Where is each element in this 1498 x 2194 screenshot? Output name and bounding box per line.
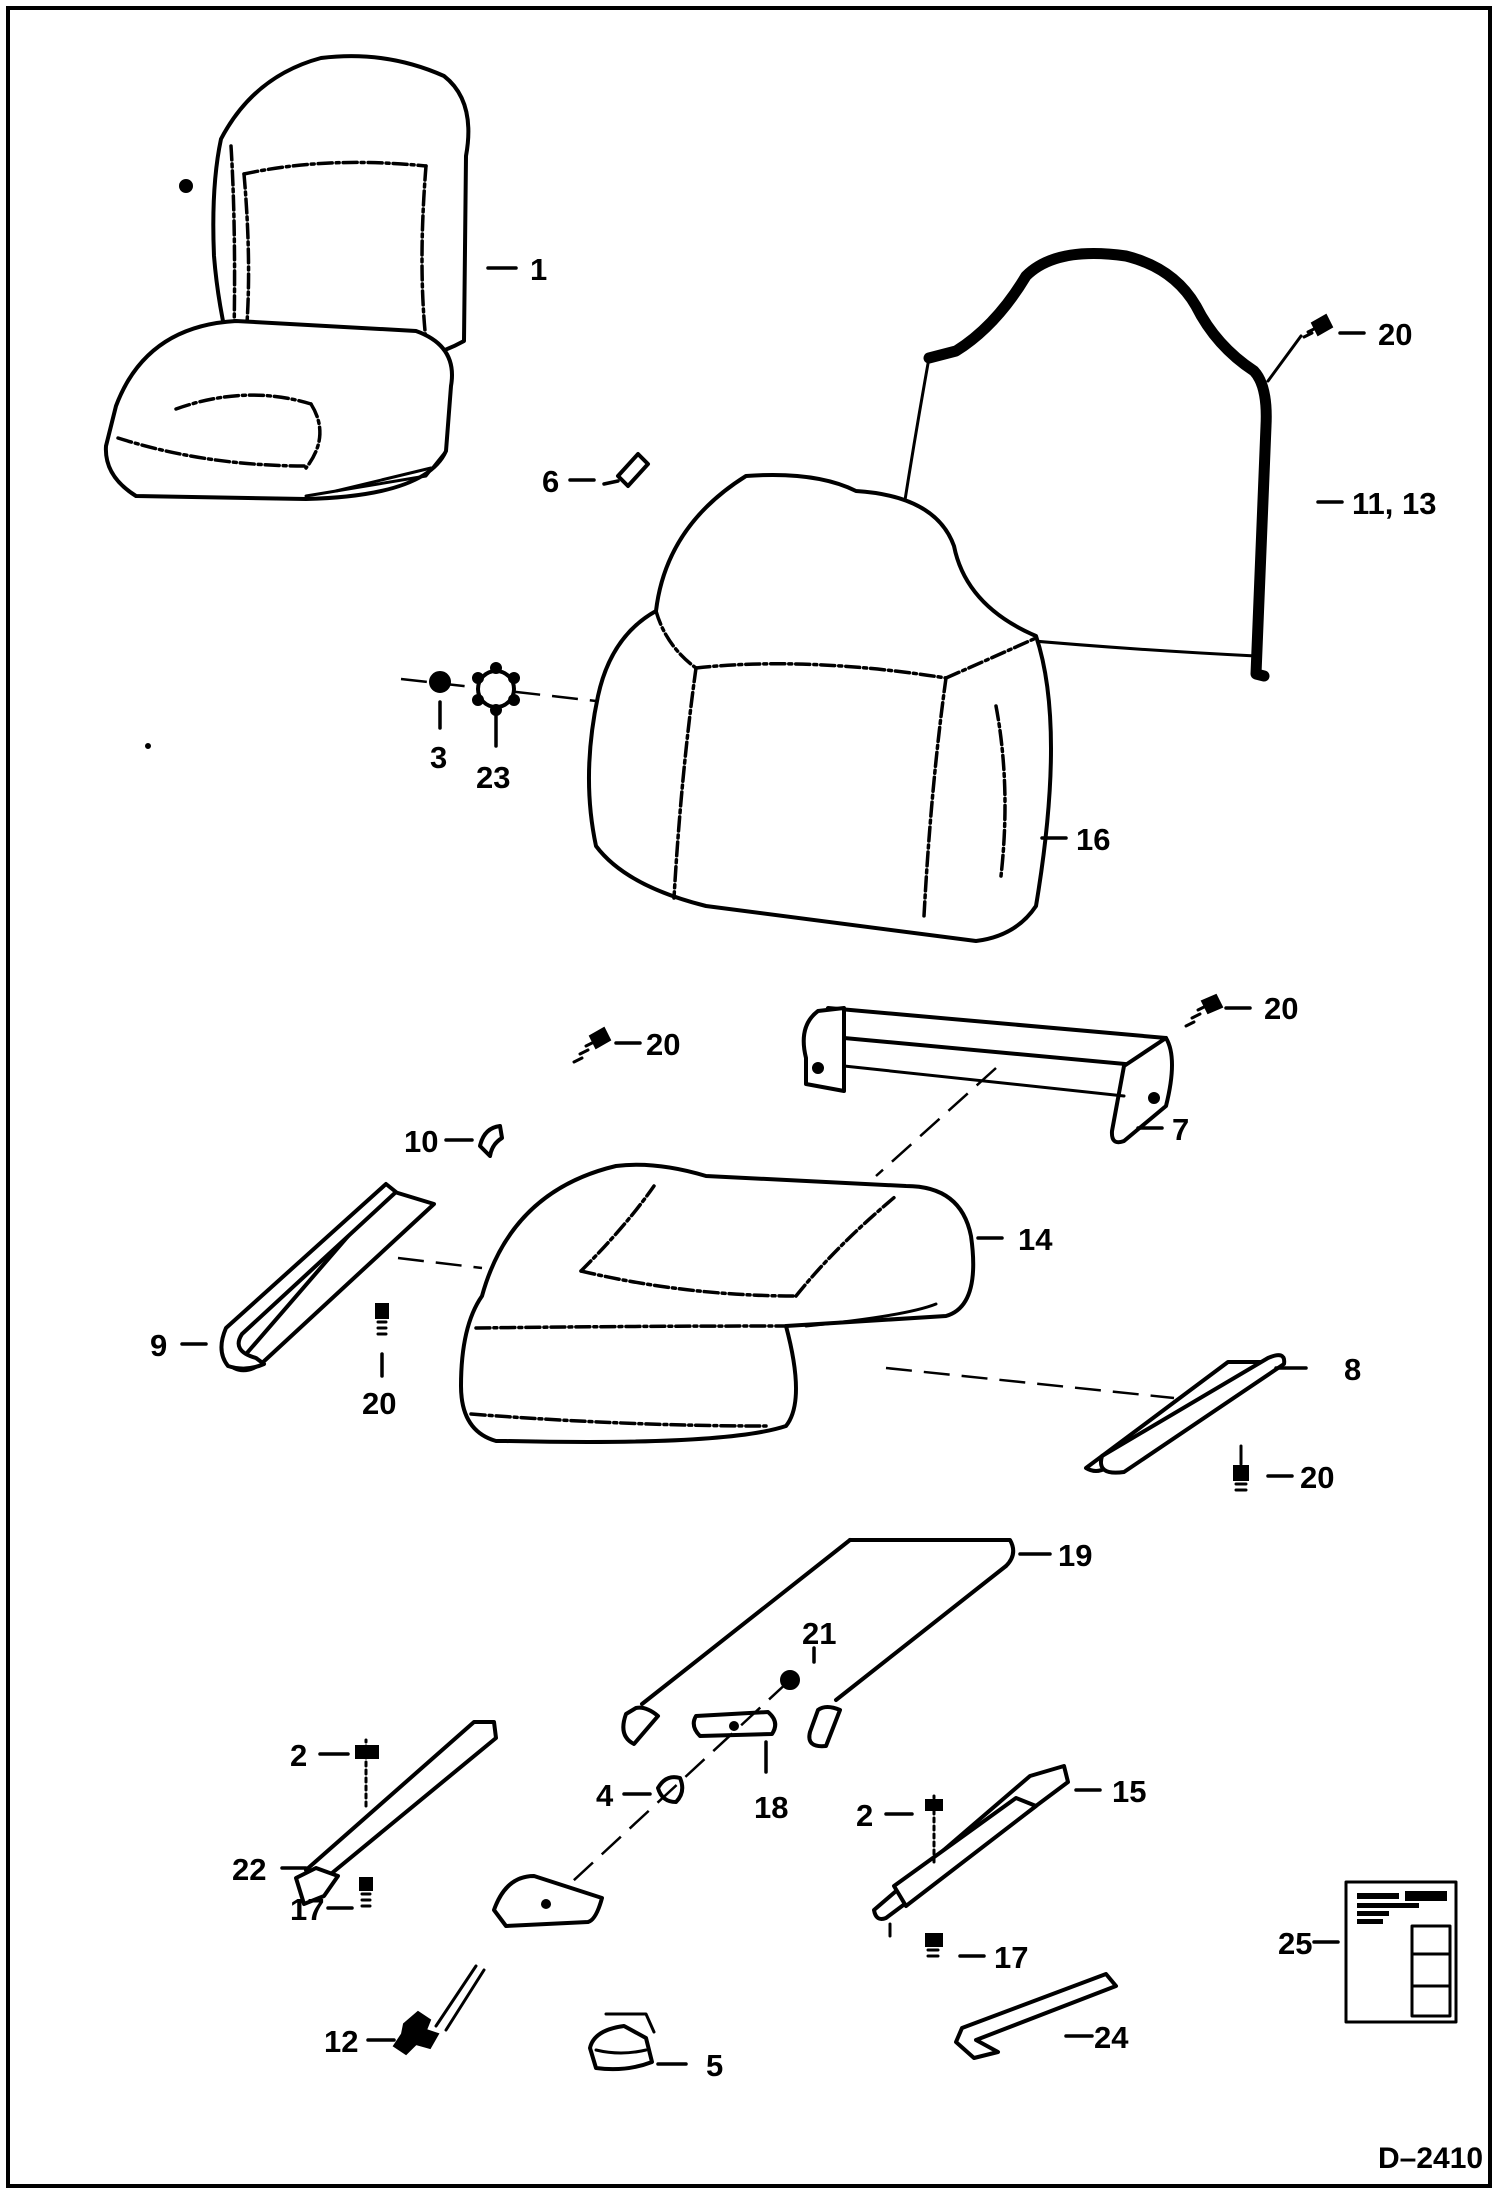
strap-24 bbox=[954, 1972, 1118, 2060]
pin-18 bbox=[691, 1710, 778, 1738]
slide-track-right bbox=[872, 1764, 1070, 1958]
nut-3 bbox=[429, 671, 451, 693]
clip-6 bbox=[602, 452, 650, 488]
callout-20-right-rail: 20 bbox=[1300, 1460, 1334, 1495]
callout-20-bracket: 20 bbox=[1264, 991, 1298, 1026]
callout-7: 7 bbox=[1172, 1112, 1189, 1147]
callout-16: 16 bbox=[1076, 822, 1110, 857]
callout-23: 23 bbox=[476, 760, 510, 795]
decal-25 bbox=[1344, 1880, 1458, 2024]
callout-18: 18 bbox=[754, 1790, 788, 1825]
callout-10: 10 bbox=[404, 1124, 438, 1159]
parts-diagram: 1 20 11, 13 6 16 bbox=[6, 6, 1492, 2188]
callout-15: 15 bbox=[1112, 1774, 1146, 1809]
callout-9: 9 bbox=[150, 1328, 167, 1363]
seat-cushion bbox=[459, 1162, 976, 1444]
seat-rail-9 bbox=[219, 1182, 436, 1373]
callout-22: 22 bbox=[232, 1852, 266, 1887]
seat-rail-8 bbox=[1084, 1353, 1287, 1475]
screw-20-left-rail bbox=[375, 1303, 389, 1336]
callout-14: 14 bbox=[1018, 1222, 1053, 1257]
callout-19: 19 bbox=[1058, 1538, 1092, 1573]
callout-20-middle: 20 bbox=[646, 1027, 680, 1062]
callout-6: 6 bbox=[542, 464, 559, 499]
knob-bolt-12 bbox=[392, 1874, 604, 2056]
callout-2-left: 2 bbox=[290, 1738, 307, 1773]
seat-assembly bbox=[103, 54, 471, 501]
screw-20-right-rail bbox=[1233, 1444, 1249, 1492]
callout-12: 12 bbox=[324, 2024, 358, 2059]
drawing-number: D–2410 bbox=[1378, 2142, 1483, 2175]
callout-8: 8 bbox=[1344, 1352, 1361, 1387]
callout-4: 4 bbox=[596, 1778, 614, 1813]
callout-24: 24 bbox=[1094, 2020, 1129, 2055]
screw-20-bracket bbox=[1184, 993, 1224, 1028]
latch-5 bbox=[588, 2012, 656, 2072]
clip-10 bbox=[478, 1124, 504, 1158]
knob-23 bbox=[472, 662, 520, 716]
callout-2-right: 2 bbox=[856, 1798, 873, 1833]
callout-20-left-rail: 20 bbox=[362, 1386, 396, 1421]
seat-bracket-7 bbox=[801, 1006, 1174, 1145]
callout-20-back: 20 bbox=[1378, 317, 1412, 352]
callout-3: 3 bbox=[430, 740, 447, 775]
diagram-border bbox=[6, 6, 1492, 2188]
seat-back-cushion bbox=[586, 473, 1053, 943]
callout-5: 5 bbox=[706, 2048, 723, 2083]
callout-11-13: 11, 13 bbox=[1352, 486, 1436, 521]
callout-21: 21 bbox=[802, 1616, 836, 1651]
callout-25: 25 bbox=[1278, 1926, 1312, 1961]
callout-17-right: 17 bbox=[994, 1940, 1028, 1975]
callout-1: 1 bbox=[530, 252, 547, 287]
cable-19 bbox=[621, 1538, 1016, 1749]
screw-20-middle bbox=[572, 1026, 612, 1064]
slide-track-left bbox=[294, 1720, 498, 1908]
callout-17-left: 17 bbox=[290, 1892, 324, 1927]
screw-20-back bbox=[1302, 313, 1334, 339]
